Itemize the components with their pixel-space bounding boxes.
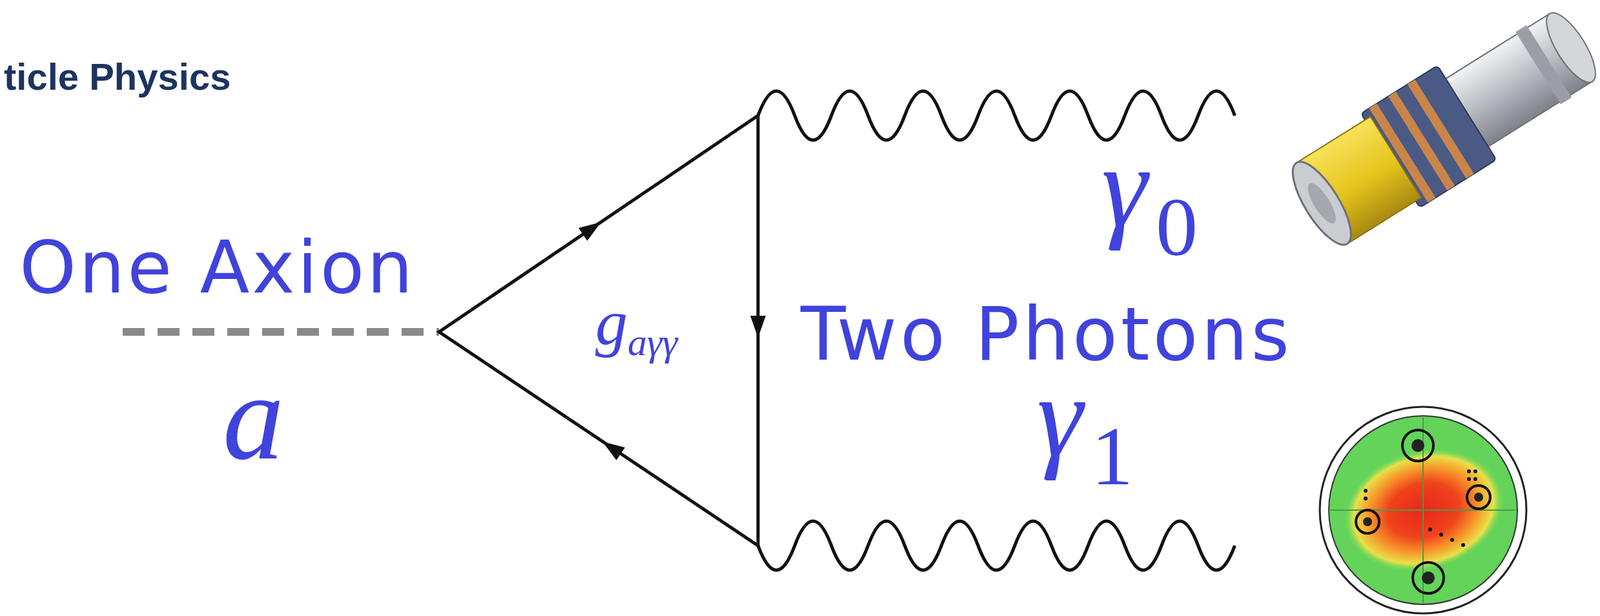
particle-label: One Axion bbox=[19, 231, 416, 304]
axion-line bbox=[122, 328, 440, 336]
field-map-illustration bbox=[1319, 406, 1527, 614]
particle-symbol: a bbox=[222, 355, 285, 479]
coupling-subscript: aγγ bbox=[627, 322, 678, 362]
header-fragment: ticle Physics bbox=[3, 58, 231, 96]
fermion-loop bbox=[439, 115, 759, 546]
photon-symbol: γ bbox=[1101, 129, 1148, 246]
fermion-arrow bbox=[597, 435, 626, 461]
photon-line bbox=[758, 91, 1235, 141]
photon-line bbox=[758, 521, 1235, 571]
fermion-arrow bbox=[578, 215, 606, 241]
photon-subscript: 0 bbox=[1155, 184, 1198, 269]
fermion-arrow bbox=[750, 315, 766, 338]
detector-illustration bbox=[1278, 0, 1600, 260]
photon-subscript: 1 bbox=[1091, 413, 1134, 498]
photon-symbol: γ bbox=[1036, 358, 1083, 476]
coupling-symbol: g bbox=[595, 290, 628, 356]
